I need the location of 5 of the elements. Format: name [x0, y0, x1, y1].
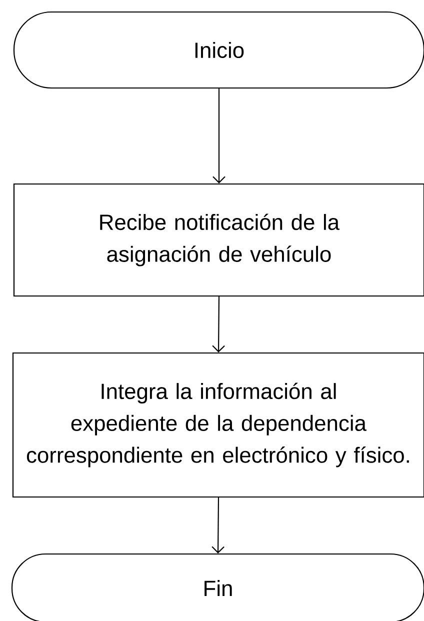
process-box: Integra la información al expediente de la dependencia correspondiente en electrónico y físico. — [12, 352, 424, 498]
arrow — [212, 498, 224, 554]
process-box: Recibe notificación de la asignación de vehículo — [13, 183, 424, 297]
arrow — [212, 296, 225, 352]
arrow — [212, 88, 226, 184]
